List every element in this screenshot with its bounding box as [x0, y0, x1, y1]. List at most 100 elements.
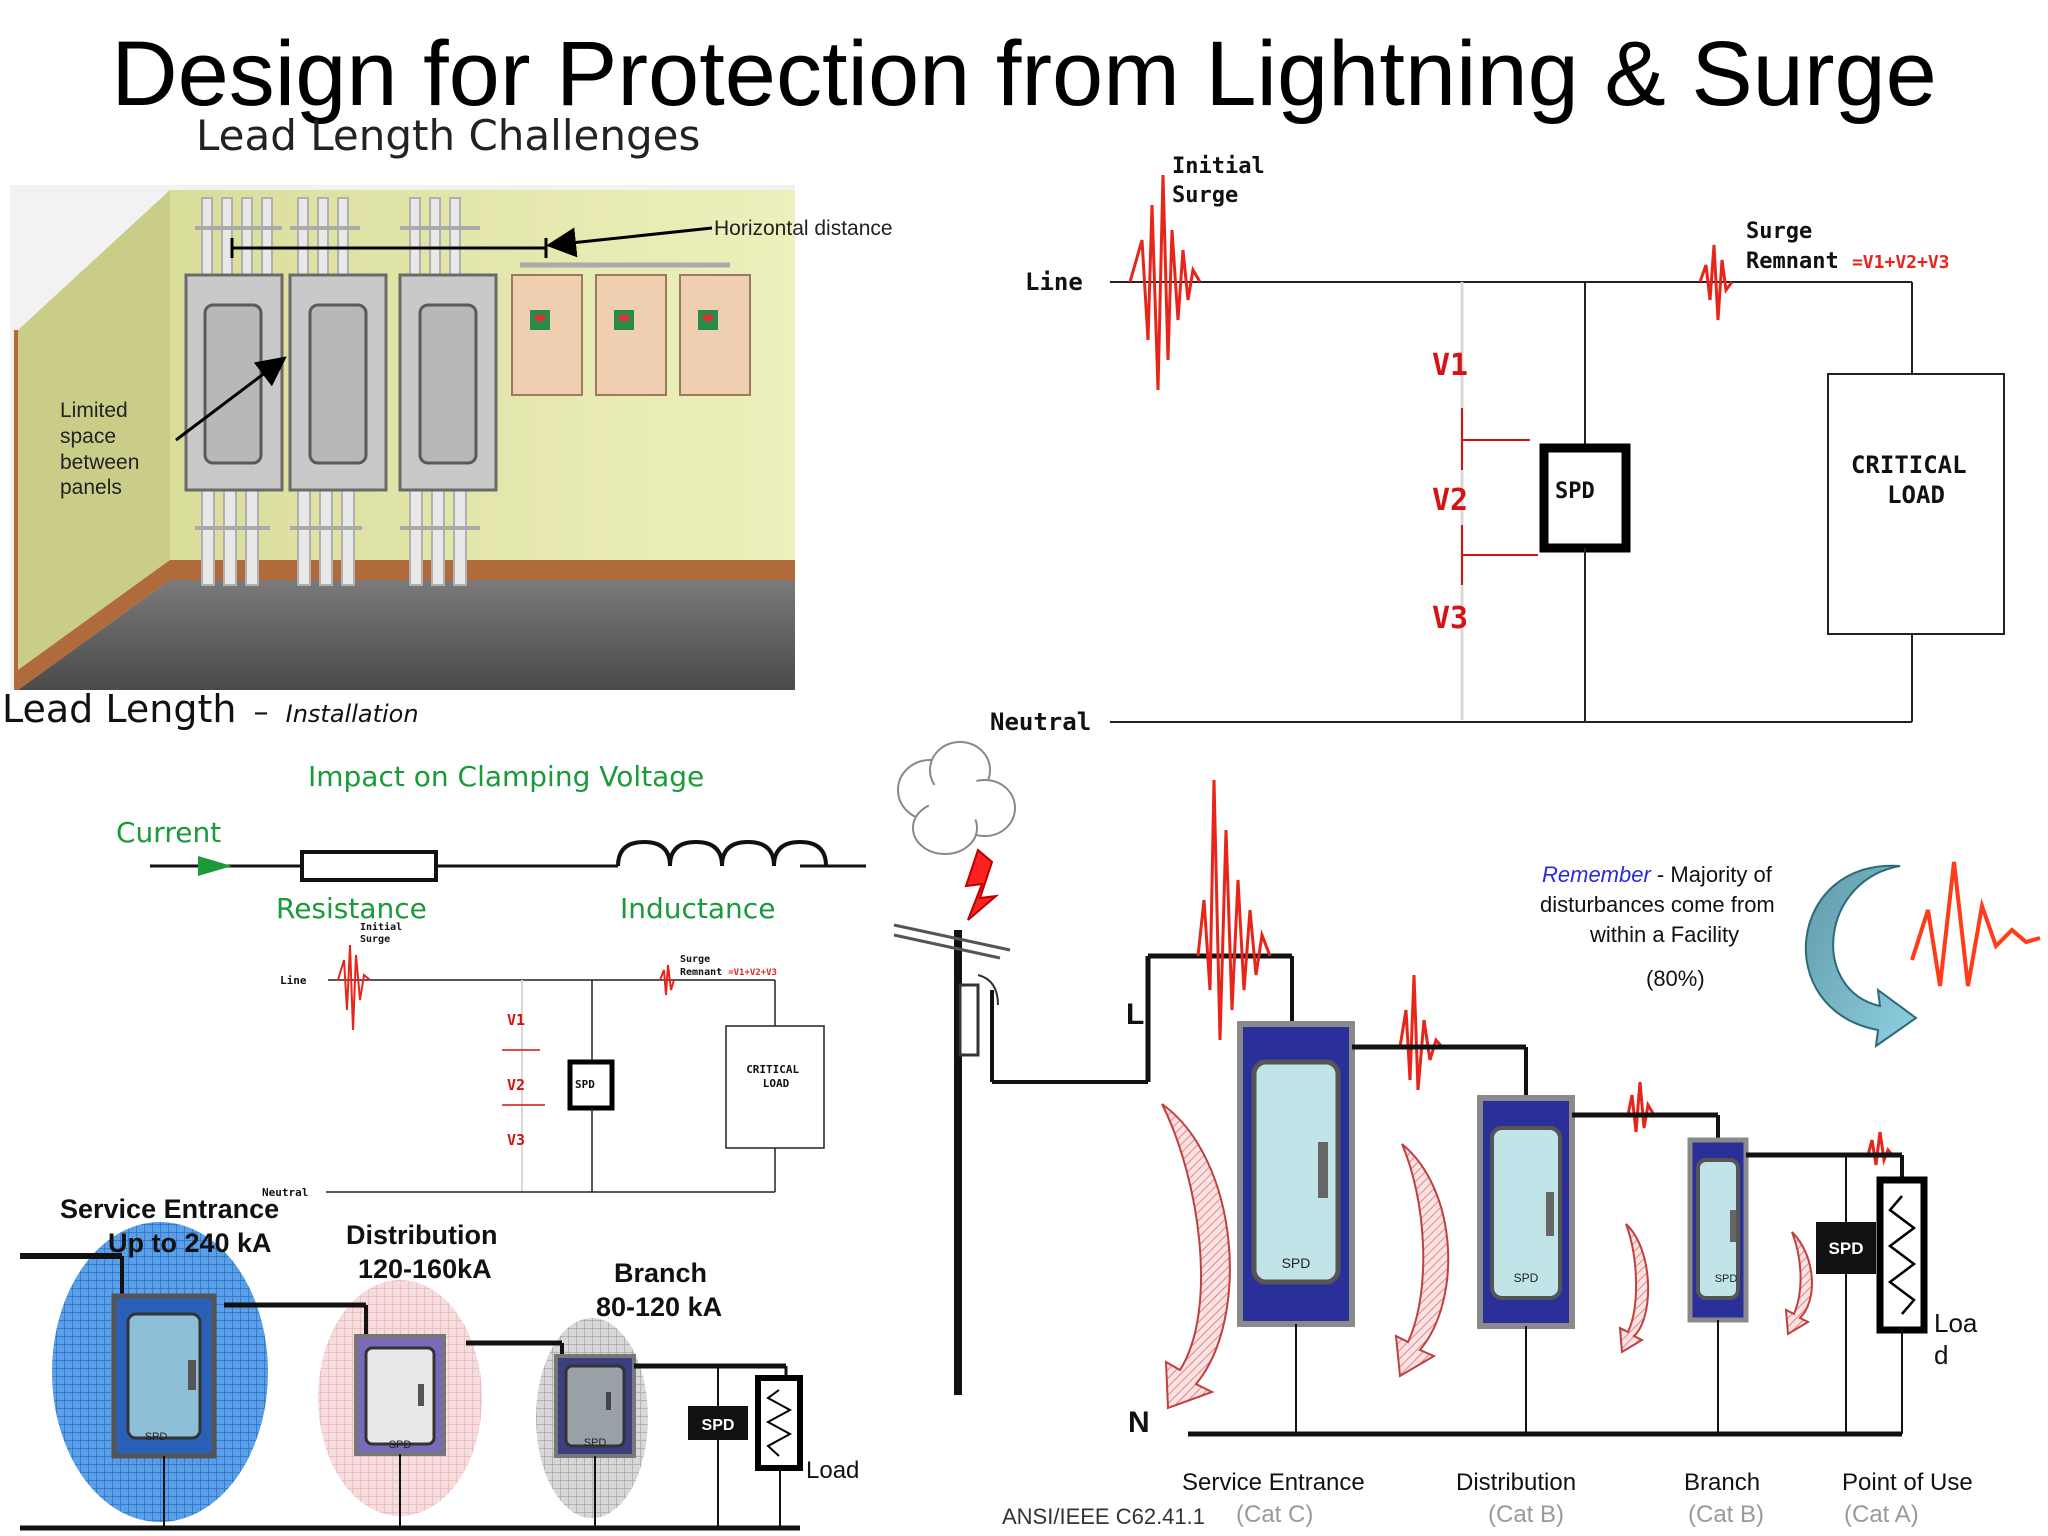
- surge-wave-branch: [1626, 1081, 1656, 1133]
- spd-tag-distribution: SPD: [389, 1439, 412, 1451]
- n-label: N: [1128, 1406, 1150, 1439]
- surge-wave-point-of-use: [1866, 1131, 1894, 1166]
- category-cat-b-1: (Cat B): [1488, 1501, 1564, 1528]
- small-remnant-label: Remnant: [680, 967, 722, 978]
- svg-text:Remnant =V1+V2+V3: Remnant =V1+V2+V3: [1746, 249, 1950, 274]
- spd-module-large: [1816, 1222, 1876, 1274]
- remnant-formula: =V1+V2+V3: [1852, 252, 1950, 273]
- v3-label: V3: [1432, 601, 1468, 636]
- branch-rating-small: 80-120 kA: [596, 1292, 722, 1322]
- category-distribution: Distribution: [1456, 1469, 1576, 1496]
- discharge-arrow-service: [1161, 1103, 1231, 1410]
- load-label-large-1: Loa: [1934, 1308, 1978, 1338]
- remember-text-1: - Majority of: [1651, 862, 1773, 887]
- spd-tag-service-large: SPD: [1282, 1255, 1311, 1271]
- limited-space-line-2: space: [60, 425, 116, 448]
- svg-text:Loa d: Loa d: [1934, 1308, 1985, 1370]
- svg-text:CRITICAL LOAD: CRITICAL LOAD: [1851, 451, 1981, 509]
- spd-cascade-large: L N SPD SPD SPD SPD: [893, 741, 2041, 1529]
- critical-load-line-2: LOAD: [1887, 481, 1945, 509]
- category-service-entrance: Service Entrance: [1182, 1469, 1365, 1496]
- spd-box-small: [567, 1059, 615, 1111]
- load-resistor-large: [1876, 1176, 1928, 1334]
- category-cat-c: (Cat C): [1236, 1501, 1313, 1528]
- small-line-label: Line: [280, 974, 307, 987]
- svg-text:Lead Length – Inst: Lead Length – Installation: [2, 687, 419, 731]
- inductor: [616, 839, 828, 867]
- circuit-diagram-small: Initial Surge Line Surge Remnant =V1+V2+…: [262, 921, 825, 1199]
- spd-enclosures: [511, 262, 751, 396]
- initial-surge-line-1: Initial: [1172, 154, 1265, 179]
- small-initial-surge-line-2: Surge: [360, 934, 390, 945]
- remnant-label: Remnant: [1746, 249, 1839, 274]
- lead-length-caption: Lead Length: [2, 687, 236, 731]
- svg-text:Initial Surge: Initial Surge: [1172, 154, 1278, 208]
- v1-label: V1: [1432, 348, 1468, 383]
- horizontal-distance-label: Horizontal distance: [714, 217, 893, 240]
- load-label-small: Load: [806, 1457, 859, 1484]
- small-surge-label: Surge: [680, 954, 710, 965]
- spd-module-small-label: SPD: [702, 1417, 735, 1434]
- service-rating-small: Up to 240 kA: [108, 1228, 272, 1258]
- distribution-label-small: Distribution: [346, 1220, 497, 1250]
- small-critical-load-line-2: LOAD: [763, 1077, 790, 1090]
- category-point-of-use: Point of Use: [1842, 1469, 1973, 1496]
- circuit-diagram-large: Initial Surge Line Surge Remnant =V1+V2+…: [990, 154, 2005, 736]
- spd-tag-branch-large: SPD: [1715, 1273, 1738, 1285]
- limited-space-line-4: panels: [60, 476, 122, 499]
- svg-text:Remember - Majority of: Remember - Majority of: [1542, 862, 1773, 887]
- spd-tag-branch: SPD: [584, 1437, 607, 1449]
- spd-tag-distribution-large: SPD: [1514, 1271, 1539, 1285]
- standard-label: ANSI/IEEE C62.41.1: [1002, 1504, 1205, 1529]
- category-cat-b-2: (Cat B): [1688, 1501, 1764, 1528]
- branch-label-small: Branch: [614, 1258, 707, 1288]
- svg-text:Remnant =V1+V2+V3: Remnant =V1+V2+V3: [680, 967, 777, 978]
- critical-load-box-small: [725, 1025, 825, 1149]
- load-label-large-2: d: [1934, 1340, 1948, 1370]
- current-label: Current: [116, 816, 221, 849]
- resistor: [300, 850, 438, 882]
- internal-disturbance-arrow-icon: [1804, 864, 1918, 1049]
- initial-surge-waveform: [1128, 174, 1202, 391]
- installation-illustration: Lead Length Challenges: [2, 111, 893, 731]
- small-spd-label: SPD: [575, 1078, 595, 1091]
- lead-length-heading: Lead Length Challenges: [196, 111, 700, 160]
- inductance-label: Inductance: [620, 892, 775, 925]
- clamping-heading: Impact on Clamping Voltage: [308, 760, 704, 793]
- v2-label: V2: [1432, 483, 1468, 518]
- category-branch: Branch: [1684, 1469, 1760, 1496]
- distribution-rating-small: 120-160kA: [358, 1254, 492, 1284]
- resistance-label: Resistance: [276, 892, 427, 925]
- limited-space-line-3: between: [60, 451, 139, 474]
- load-resistor-small: [755, 1375, 803, 1471]
- svg-text:Limited space betw: Limited space between panels: [60, 399, 145, 499]
- discharge-arrow-point-of-use: [1784, 1231, 1813, 1336]
- small-critical-load-line-1: CRITICAL: [746, 1063, 799, 1076]
- discharge-arrow-distribution: [1394, 1143, 1450, 1378]
- spd-tag-service: SPD: [145, 1431, 168, 1443]
- utility-pole: [893, 923, 1011, 1395]
- slide-title: Design for Protection from Lightning & S…: [111, 23, 1937, 125]
- small-neutral-label: Neutral: [262, 1186, 308, 1199]
- remember-word: Remember: [1542, 862, 1652, 887]
- discharge-arrow-branch: [1618, 1223, 1650, 1354]
- storm-cloud-icon: [897, 741, 1016, 855]
- small-v3-label: V3: [507, 1131, 525, 1149]
- internal-surge-waveform: [1910, 861, 2041, 987]
- small-remnant-formula: =V1+V2+V3: [728, 968, 777, 978]
- caption-separator: –: [254, 695, 269, 730]
- remember-text-2: disturbances come from: [1540, 892, 1775, 917]
- l-label: L: [1126, 998, 1144, 1031]
- svg-text:Initial Surge: Initial Surge: [360, 921, 408, 945]
- surge-remnant-waveform: [1698, 244, 1734, 321]
- surge-label: Surge: [1746, 219, 1812, 244]
- remember-percent: (80%): [1646, 966, 1705, 991]
- spd-cascade-small: SPD SPD SPD SPD Load Service Entrance Up…: [20, 1194, 859, 1531]
- surge-wave-distribution: [1398, 974, 1444, 1091]
- small-v1-label: V1: [507, 1011, 525, 1029]
- lightning-bolt-icon: [964, 848, 1000, 921]
- spd-box-large: [1539, 443, 1631, 553]
- neutral-label: Neutral: [990, 708, 1091, 736]
- critical-load-line-1: CRITICAL: [1851, 451, 1967, 479]
